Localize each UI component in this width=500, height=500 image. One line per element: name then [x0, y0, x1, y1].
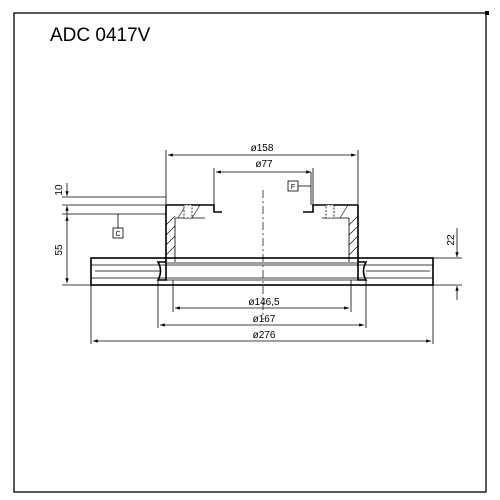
drawing-frame [13, 12, 487, 493]
hat-outline-right [303, 204, 359, 262]
dim-h22-label: 22 [446, 234, 457, 246]
dim-d167-label: ø167 [253, 314, 276, 325]
frame-corner-mark [485, 11, 489, 15]
dim-d276-label: ø276 [253, 330, 276, 341]
hat-inner-right [322, 217, 350, 262]
dim-h10-label: 10 [54, 184, 65, 196]
datum-c-flag: C [112, 214, 124, 239]
hat-inner-left [174, 217, 205, 262]
datum-c-label: C [115, 231, 120, 238]
brake-disc-section [90, 190, 434, 320]
dim-d158-label: ø158 [251, 143, 274, 154]
dim-d77-label: ø77 [255, 159, 273, 170]
datum-f-flag: F [287, 172, 312, 205]
dim-d146-5-label: ø146,5 [248, 297, 280, 308]
dimensions: ø158 ø77 ø146,5 ø167 ø276 10 55 [54, 143, 462, 344]
datum-f-label: F [291, 184, 295, 191]
ring-hub-joint-right [357, 261, 368, 281]
ring-hub-joint-left [156, 261, 167, 281]
hat-outline-left [165, 204, 222, 262]
part-number-title: ADC 0417V [50, 25, 151, 46]
bolt-hole-left [183, 204, 193, 219]
bolt-hole-right [325, 204, 335, 219]
dim-h55-label: 55 [54, 244, 65, 256]
friction-ring-outer [90, 257, 434, 286]
